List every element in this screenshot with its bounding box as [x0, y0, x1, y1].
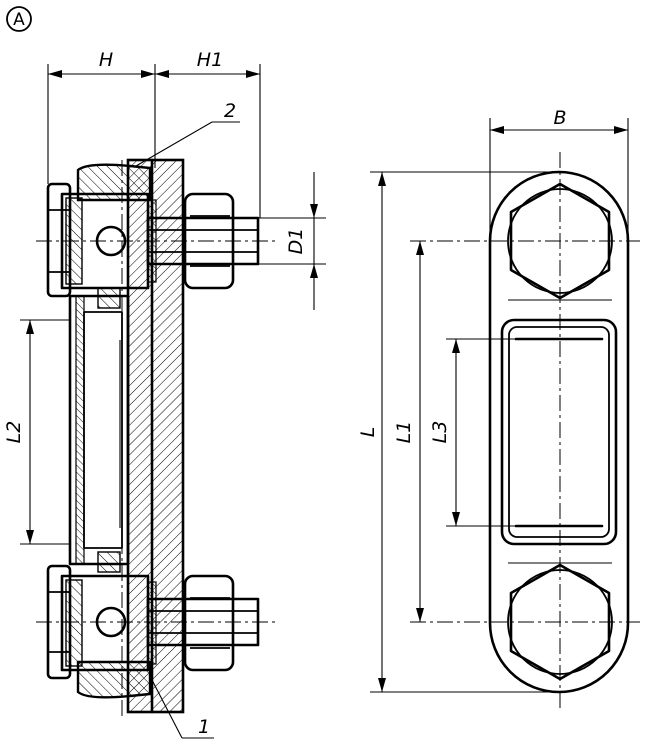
lower-hex-nut: [507, 563, 613, 681]
dimension-H-label: H: [99, 49, 113, 71]
view-label-text: A: [13, 10, 25, 30]
dimension-D1-label: D1: [285, 228, 307, 255]
front-view: B L L1 L3: [357, 107, 640, 708]
dimension-L-label: L: [357, 427, 379, 438]
lower-bolt-hole: [95, 606, 127, 638]
view-label-marker: A: [6, 6, 32, 32]
dimension-H1-label: H1: [197, 49, 223, 71]
dimension-H1: H1: [155, 49, 261, 218]
lower-fitting: [46, 564, 260, 699]
sight-window: [500, 318, 618, 546]
dimension-H: H: [47, 49, 156, 184]
sight-glass-body: [68, 287, 130, 573]
dimension-L2: L2: [3, 319, 70, 545]
upper-fitting: [46, 163, 260, 298]
dimension-L3: L3: [429, 338, 516, 527]
section-view: H H1 D1 L2: [3, 49, 326, 739]
dimension-L3-label: L3: [429, 421, 451, 444]
dimension-D1: D1: [258, 172, 326, 310]
upper-hex-nut: [507, 182, 613, 300]
upper-bolt-hole: [95, 225, 127, 257]
dimension-L1-label: L1: [393, 421, 415, 444]
dimension-B-label: B: [553, 107, 566, 129]
dimension-B: B: [489, 107, 629, 232]
part-1-callout: 1: [151, 679, 214, 739]
part-2-label: 2: [224, 100, 236, 122]
part-2-callout: 2: [135, 100, 240, 167]
dimension-L1: L1: [393, 241, 424, 622]
dimension-L: L: [357, 171, 560, 693]
dimension-L2-label: L2: [3, 421, 25, 444]
part-1-label: 1: [198, 716, 210, 738]
